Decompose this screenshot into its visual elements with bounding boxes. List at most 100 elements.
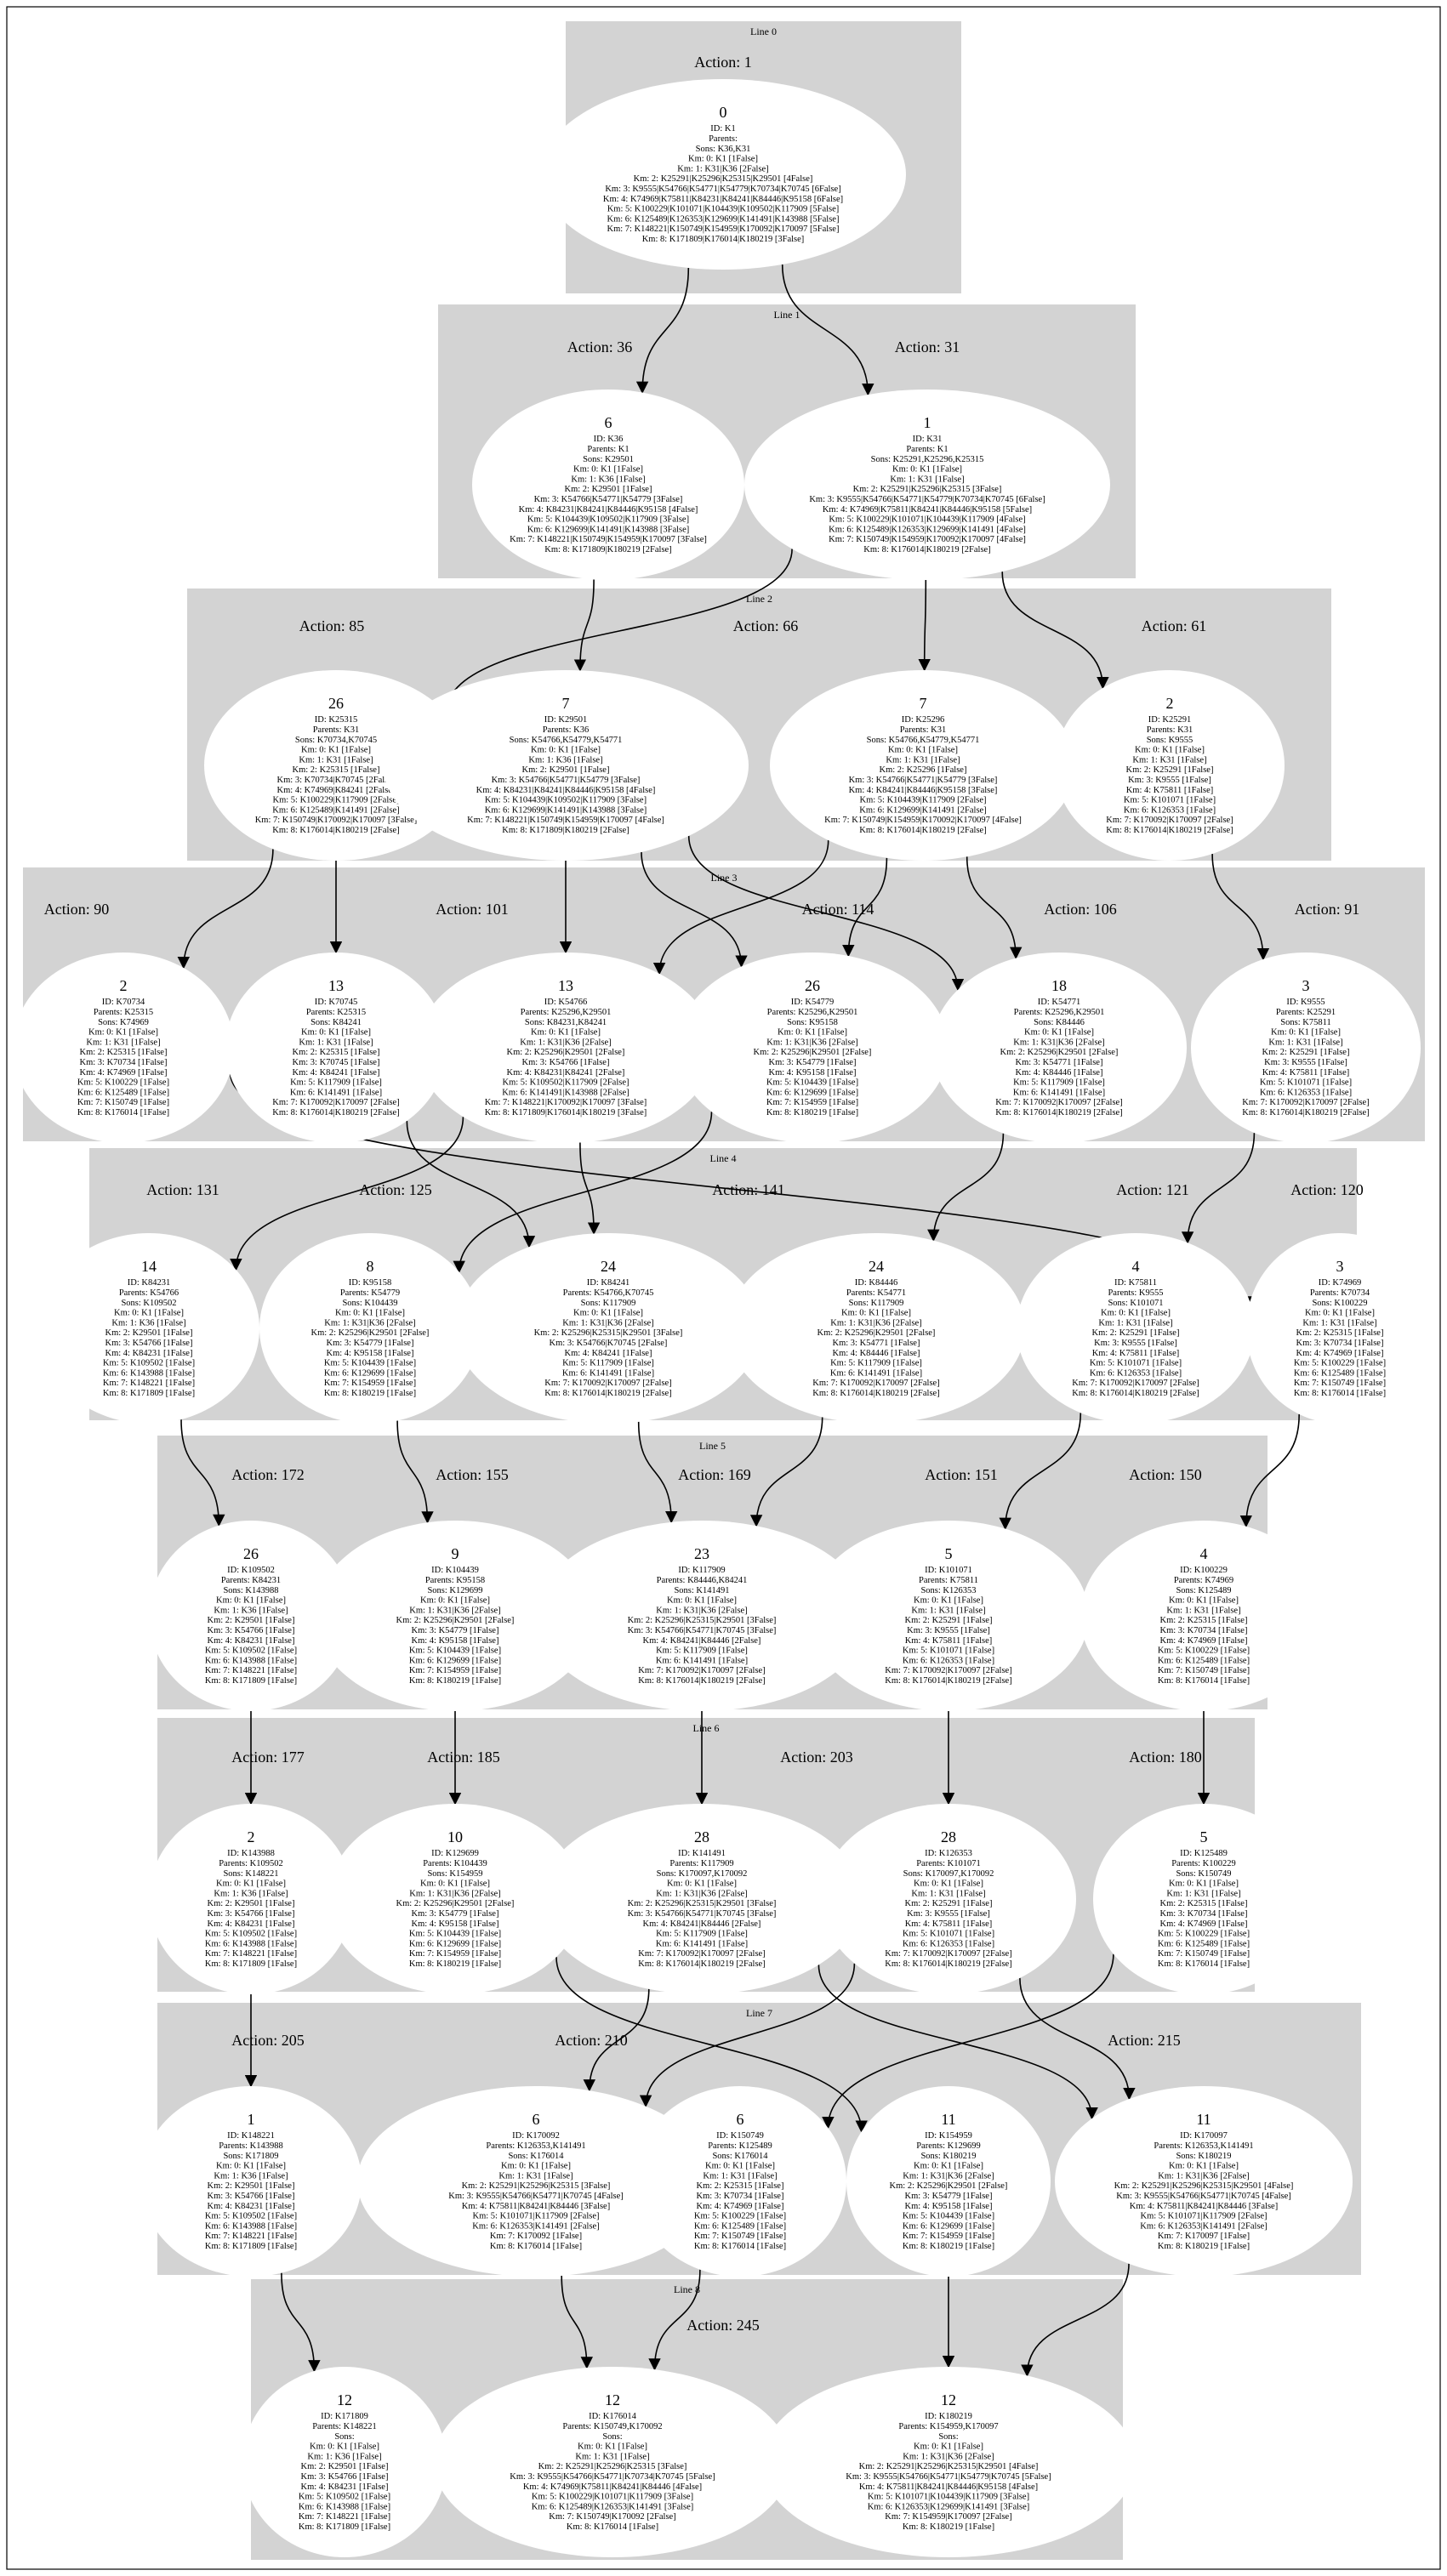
node-detail-line: Km: 6: K141491 [1False] [830,1368,922,1378]
node-detail-line: Km: 4: K95158 [1False] [412,1636,499,1646]
node-ellipse [1246,1233,1433,1424]
node-detail-line: ID: K31 [913,435,943,444]
node-detail-line: Km: 2: K25296|K29501 [2False] [817,1328,936,1338]
node-detail-line: Km: 0: K1 [1False] [1024,1028,1094,1038]
node-detail-line: Km: 1: K31 [1False] [911,1606,985,1615]
node-detail-line: Km: 4: K74969|K75811|K84231|K84241|K8444… [603,195,843,204]
node-detail-line: Km: 6: K129699 [1False] [766,1088,858,1097]
node-ellipse [676,952,949,1143]
node-detail-line: Km: 3: K54779 [1False] [412,1909,499,1919]
node-detail-line: Km: 1: K31|K36 [2False] [409,1606,500,1615]
action-label: Action: 125 [359,1181,432,1198]
node-detail-line: Km: 6: K141491 [1False] [656,1656,748,1665]
node-detail-line: Parents: K54766,K70745 [563,1288,654,1298]
edge-arrow [177,849,274,970]
node-detail-line: Km: 5: K101071|K104439|K117909 [3False] [868,2493,1029,2502]
node-detail-line: Km: 3: K9555|K54766|K54771|K54779|K70734… [809,495,1045,504]
node-detail-line: Km: 1: K31 [1False] [299,755,373,765]
node-detail-line: Km: 8: K171809|K176014|K180219 [3False] [642,235,805,244]
node-detail-line: Km: 2: K29501 [1False] [208,1899,295,1908]
node-detail-line: ID: K25291 [1148,715,1191,725]
node-detail-line: Km: 4: K74969 [1False] [1160,1919,1248,1929]
edge-arrow [687,835,965,992]
node-detail-line: Km: 7: K150749|K170092 [2False] [549,2512,675,2522]
edge-arrow [1239,1413,1300,1528]
node-detail-line: Km: 4: K75811|K84241|K84446 [3False] [462,2202,610,2211]
node-ellipse [140,2086,362,2277]
node-detail-line: ID: K9555 [1286,998,1325,1007]
node-ellipse [770,670,1076,861]
node-detail-line: Km: 8: K171809|K176014|K180219 [3False] [485,1108,647,1117]
node-detail-line: Km: 8: K176014|K180219 [2False] [638,1959,765,1969]
node-detail-line: Km: 4: K84231|K84241|K84446|K95158 [4Fal… [519,505,698,515]
node-ellipse [315,1521,595,1711]
node-detail-line: Km: 4: K84231|K84241 [2False] [507,1068,625,1078]
node-detail-line: Km: 0: K1 [1False] [216,2162,286,2171]
node-detail-line: Km: 2: K25315 [1False] [697,2181,784,2191]
node-detail-line: Sons: K54766,K54779,K54771 [510,736,623,745]
node-detail-line: Km: 6: K125489 [1False] [1158,1656,1250,1665]
node-detail-line: Parents: K25315 [94,1008,153,1017]
node-detail-line: Km: 7: K170092|K170097 [2False] [885,1666,1011,1675]
node-detail-line: Sons: K170097,K170092 [903,1869,994,1879]
node-detail-line: Sons: K148221 [223,1869,278,1879]
node-detail-line: Km: 3: K54766 [1False] [301,2472,389,2482]
node-detail-line: ID: K75811 [1114,1278,1157,1288]
node-detail-line: Sons: K109502 [121,1299,176,1308]
node-detail-line: Km: 3: K54766|K54771|K54779 [3False] [492,776,641,785]
node-detail-line: Km: 2: K25296|K29501 [2False] [396,1616,515,1625]
node-ellipse [761,2367,1136,2557]
node-detail-line: Parents: K9555 [1108,1288,1163,1298]
node-detail-line: Km: 7: K154959|K170097 [2False] [885,2512,1011,2522]
node-detail-line: Km: 0: K1 [1False] [914,2442,983,2452]
node-label: 24 [601,1258,616,1275]
node-detail-line: Km: 3: K9555 [1False] [1094,1339,1177,1348]
node-detail-line: Km: 3: K54766 [1False] [208,1626,295,1635]
node-detail-line: Km: 6: K125489|K126353|K141491 [3False] [532,2502,694,2511]
node-ellipse [931,952,1187,1143]
node-detail-line: Km: 3: K70734 [1False] [1160,1909,1248,1919]
node-detail-line: Km: 2: K25315 [1False] [293,765,380,775]
edge-arrow [652,839,829,975]
node-detail-line: Km: 2: K25296|K29501 [2False] [890,2181,1008,2191]
node-detail-line: Km: 1: K36 [1False] [111,1318,185,1328]
node-label: 6 [533,2111,540,2128]
